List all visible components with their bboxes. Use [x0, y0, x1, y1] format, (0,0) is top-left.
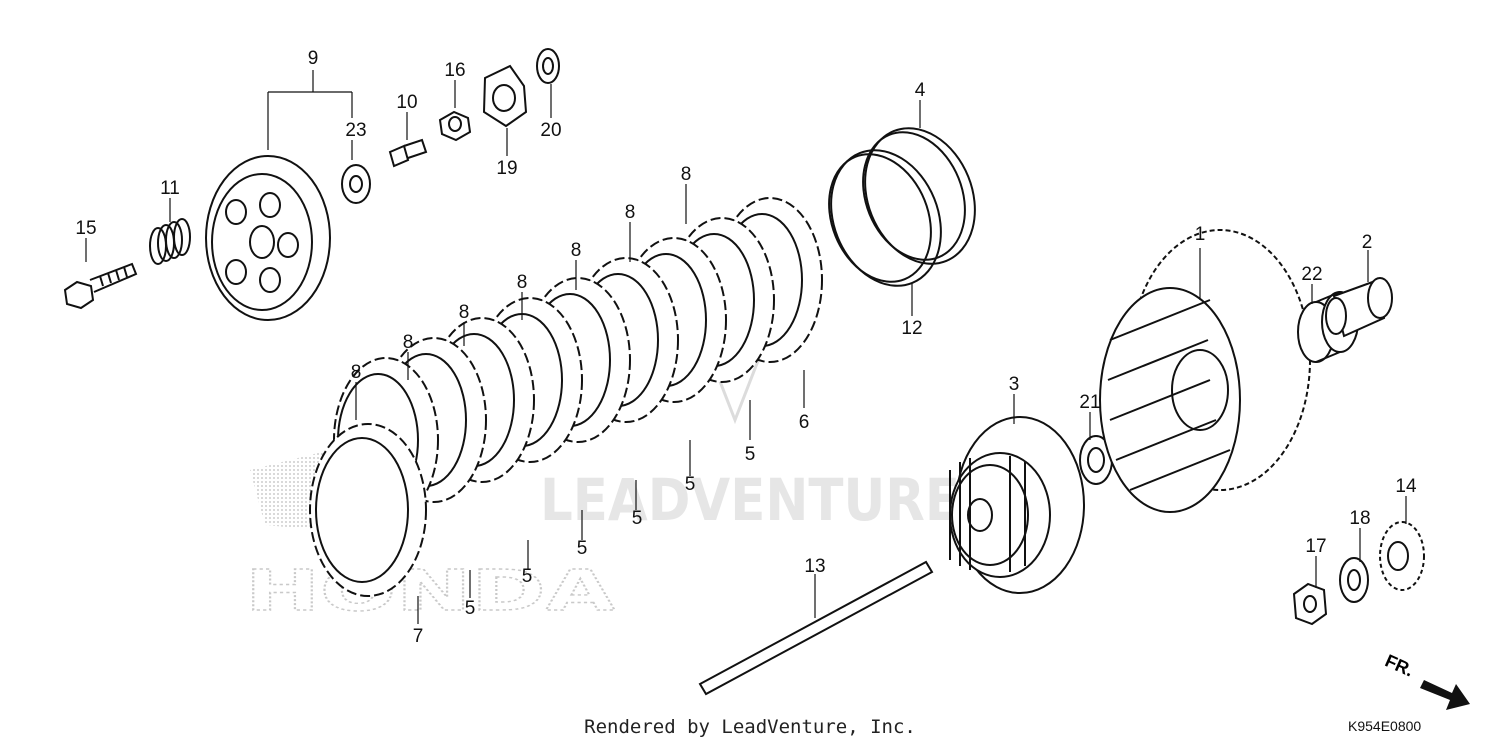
callout-5: 5	[685, 474, 696, 495]
direction-label: FR.	[1382, 651, 1417, 681]
callout-5: 5	[522, 566, 533, 587]
callout-16: 16	[444, 60, 465, 81]
render-credit: Rendered by LeadVenture, Inc.	[584, 716, 916, 738]
callout-3: 3	[1009, 374, 1020, 395]
callout-8: 8	[571, 240, 582, 261]
callout-8: 8	[403, 332, 414, 353]
callout-6: 6	[799, 412, 810, 433]
callout-20: 20	[540, 120, 561, 141]
callout-8: 8	[351, 362, 362, 383]
front-direction-arrow: FR.	[1382, 651, 1470, 710]
callout-7: 7	[413, 626, 424, 647]
collar-part	[1325, 277, 1393, 338]
part-callouts: 1 2 3 4 5 5 5 5 5 5 6 7 8 8 8 8 8 8 8 9 …	[75, 48, 1417, 647]
washer-part	[536, 48, 560, 84]
lifter-piece-part	[388, 138, 428, 168]
callout-23: 23	[345, 120, 366, 141]
leadventure-watermark: LEADVENTURE	[540, 328, 960, 534]
callout-8: 8	[625, 202, 636, 223]
pressure-plate-part	[205, 155, 331, 321]
lock-nut-part	[1292, 582, 1328, 626]
callout-14: 14	[1395, 476, 1417, 497]
clutch-outer-part	[1099, 229, 1311, 513]
leadventure-watermark-text: LEADVENTURE	[540, 466, 960, 534]
callout-18: 18	[1349, 508, 1370, 529]
callout-9: 9	[308, 48, 319, 69]
gear-part	[1379, 521, 1425, 591]
bearing-part	[341, 164, 371, 204]
washer-part	[1339, 557, 1369, 603]
nut-part	[438, 110, 472, 142]
ring-part	[828, 149, 942, 287]
diagram-code: K954E0800	[1348, 718, 1422, 734]
spring-part	[149, 218, 191, 265]
callout-15: 15	[75, 218, 96, 239]
callout-22: 22	[1301, 264, 1322, 285]
bolt-part	[63, 262, 138, 310]
callout-17: 17	[1305, 536, 1326, 557]
push-rod-part	[698, 560, 934, 696]
callout-8: 8	[459, 302, 470, 323]
callout-21: 21	[1079, 392, 1100, 413]
callout-4: 4	[915, 80, 926, 101]
lock-washer-part	[482, 64, 528, 128]
callout-5: 5	[577, 538, 588, 559]
callout-13: 13	[804, 556, 825, 577]
callout-12: 12	[901, 318, 922, 339]
callout-5: 5	[745, 444, 756, 465]
callout-5: 5	[632, 508, 643, 529]
callout-11: 11	[160, 178, 180, 199]
callout-5: 5	[465, 598, 476, 619]
callout-10: 10	[396, 92, 417, 113]
callout-1: 1	[1195, 224, 1206, 245]
ring-part	[862, 127, 976, 265]
clutch-center-part	[949, 416, 1085, 594]
honda-watermark-text: HONDA	[245, 559, 616, 624]
callout-2: 2	[1362, 232, 1373, 253]
callout-8: 8	[517, 272, 528, 293]
callout-8: 8	[681, 164, 692, 185]
leader-lines	[85, 70, 1407, 624]
callout-19: 19	[496, 158, 517, 179]
thrust-washer-part	[1079, 435, 1113, 485]
